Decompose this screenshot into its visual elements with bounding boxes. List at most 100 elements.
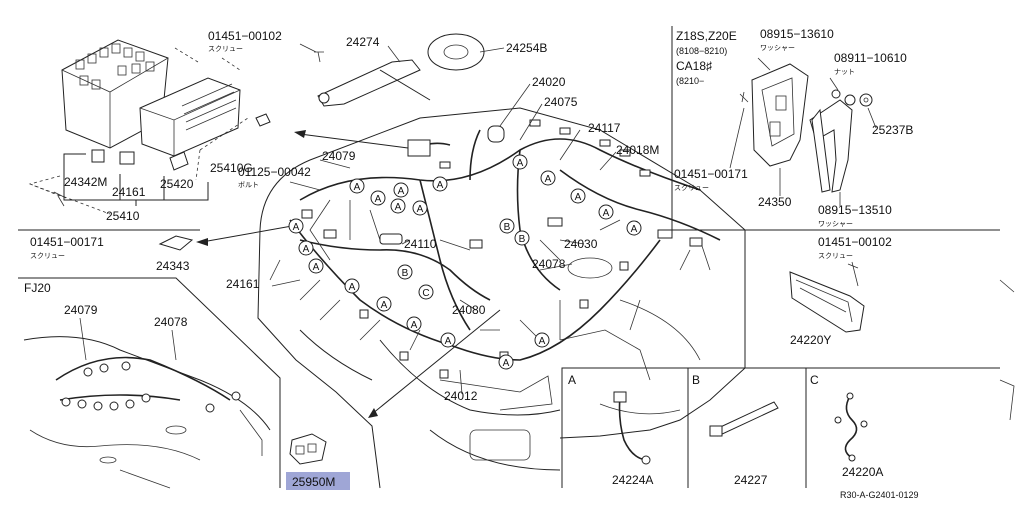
callout-a: A [349, 178, 365, 194]
svg-text:B: B [519, 234, 526, 245]
label-24080: 24080 [452, 303, 486, 317]
callout-a: A [288, 218, 304, 234]
label-24078: 24078 [532, 257, 566, 271]
svg-text:A: A [575, 192, 582, 203]
highlight-box [286, 472, 350, 490]
label-01451-00102: 01451−00102 [208, 29, 282, 43]
callout-a: A [626, 220, 642, 236]
label-01451-00102-b: 01451−00102 [818, 235, 892, 249]
label-08915-13510: 08915−13510 [818, 203, 892, 217]
detail-letter-c: C [810, 373, 819, 387]
svg-text:A: A [349, 282, 356, 293]
callout-a: A [540, 170, 556, 186]
label-engine-codes: Z18S,Z20E [676, 29, 737, 43]
callout-a: A [308, 258, 324, 274]
svg-text:A: A [437, 180, 444, 191]
detail-letter-b: B [692, 373, 700, 387]
callout-a: A [376, 296, 392, 312]
bracket-inset: 01451−00102 スクリュー 24220Y [789, 235, 892, 347]
callout-a: A [344, 278, 360, 294]
label-25420: 25420 [160, 177, 194, 191]
svg-text:A: A [603, 208, 610, 219]
callout-b: B [499, 218, 515, 234]
svg-text:A: A [411, 320, 418, 331]
label-24079-fj: 24079 [64, 303, 98, 317]
label-24274: 24274 [346, 35, 380, 49]
label-24030: 24030 [564, 237, 598, 251]
label-24110: 24110 [404, 237, 437, 251]
svg-text:B: B [504, 222, 511, 233]
label-24350: 24350 [758, 195, 792, 209]
engine-bay-outline [257, 107, 746, 489]
detail-box-b: B 24227 [692, 373, 779, 487]
label-24012: 24012 [444, 389, 478, 403]
label-24161-box: 24161 [112, 185, 146, 199]
right-inset: Z18S,Z20E (8108−8210) CA18♯ (8210− 08915… [674, 27, 913, 228]
label-24020: 24020 [532, 75, 566, 89]
label-24075: 24075 [544, 95, 578, 109]
callout-a: A [390, 198, 406, 214]
pointer-arrows [196, 69, 501, 418]
label-screw-jp-left: スクリュー [30, 252, 65, 260]
callout-a: A [440, 332, 456, 348]
detail-box-c: C 24220A [810, 373, 883, 479]
callout-a: A [498, 354, 514, 370]
label-01451-00171: 01451−00171 [30, 235, 104, 249]
svg-text:A: A [303, 244, 310, 255]
part-25950M: 25950M [286, 433, 350, 490]
detail-part-a: 24224A [612, 473, 653, 487]
callout-a: A [370, 190, 386, 206]
svg-text:B: B [402, 268, 409, 279]
svg-text:A: A [517, 158, 524, 169]
footer-code: R30-A-G2401-0129 [840, 490, 919, 500]
label-08911-10610: 08911−10610 [834, 51, 907, 65]
fuse-box-illustration [28, 39, 271, 215]
label-24254B: 24254B [506, 41, 547, 55]
svg-text:A: A [354, 182, 361, 193]
label-24342M: 24342M [64, 175, 107, 189]
callout-a: A [512, 154, 528, 170]
label-25410: 25410 [106, 209, 140, 223]
callout-a: A [298, 240, 314, 256]
fj20-inset: FJ20 24079 24078 [23, 281, 271, 489]
callout-b: B [514, 230, 530, 246]
label-01125-00042: 01125−00042 [238, 165, 311, 179]
label-25410G: 25410G [210, 161, 253, 175]
label-nut-jp: ナット [834, 68, 855, 76]
callout-b: B [397, 264, 413, 280]
label-screw-jp-b: スクリュー [818, 252, 853, 260]
svg-text:A: A [445, 336, 452, 347]
label-24117: 24117 [588, 121, 621, 135]
svg-text:A: A [539, 336, 546, 347]
label-25237B: 25237B [872, 123, 913, 137]
svg-text:A: A [398, 186, 405, 197]
leader-lines [271, 43, 617, 395]
label-01451-00171-right: 01451−00171 [674, 167, 748, 181]
svg-text:C: C [422, 288, 429, 299]
label-24161-main: 24161 [226, 277, 260, 291]
svg-text:A: A [395, 202, 402, 213]
label-24018M: 24018M [616, 143, 659, 157]
callout-a: A [598, 204, 614, 220]
detail-part-c: 24220A [842, 465, 883, 479]
svg-text:A: A [293, 222, 300, 233]
svg-text:A: A [631, 224, 638, 235]
detail-part-b: 24227 [734, 473, 768, 487]
label-24078-fj: 24078 [154, 315, 188, 329]
label-date2: (8210− [676, 76, 704, 86]
svg-text:A: A [545, 174, 552, 185]
callout-a: A [393, 182, 409, 198]
label-25950M: 25950M [292, 475, 335, 489]
callout-a: A [406, 316, 422, 332]
label-washer-jp: ワッシャー [760, 44, 795, 52]
callout-a: A [412, 200, 428, 216]
callout-circles: A A A A A A A A A A A A A A A A A A A A … [288, 154, 642, 370]
main-harness [158, 33, 721, 379]
callout-a: A [432, 176, 448, 192]
label-washer-jp-2: ワッシャー [818, 220, 853, 228]
label-24343: 24343 [156, 259, 190, 273]
label-24079: 24079 [322, 149, 356, 163]
part-labels: 01451−00102 スクリュー 24274 24254B 24020 240… [30, 29, 659, 403]
